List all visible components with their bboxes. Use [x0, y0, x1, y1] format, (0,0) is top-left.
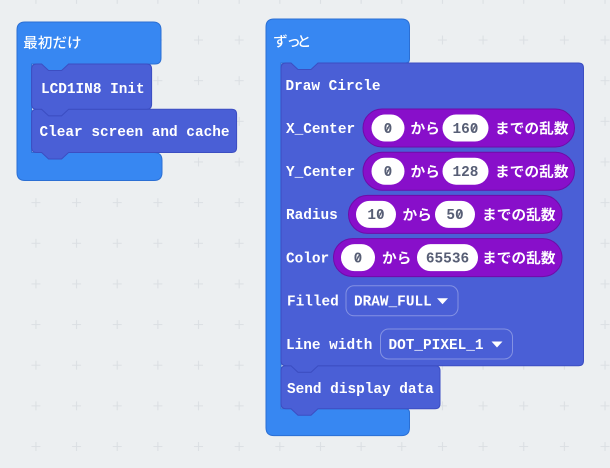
svg-text:Color: Color [286, 251, 329, 267]
svg-text:Clear screen and cache: Clear screen and cache [40, 125, 230, 141]
svg-text:10: 10 [367, 208, 384, 224]
svg-text:128: 128 [453, 165, 479, 181]
svg-text:Line width: Line width [286, 338, 372, 354]
svg-text:0: 0 [354, 251, 363, 267]
svg-text:DRAW_FULL: DRAW_FULL [354, 295, 432, 311]
svg-text:X_Center: X_Center [286, 122, 355, 138]
svg-text:Y_Center: Y_Center [286, 165, 355, 181]
svg-text:160: 160 [453, 122, 479, 138]
svg-text:Draw Circle: Draw Circle [286, 79, 381, 95]
svg-text:Filled: Filled [287, 295, 339, 311]
svg-text:Send display data: Send display data [287, 382, 434, 398]
svg-text:LCD1IN8 Init: LCD1IN8 Init [41, 82, 145, 98]
svg-text:DOT_PIXEL_1: DOT_PIXEL_1 [389, 338, 484, 354]
svg-text:Radius: Radius [286, 208, 338, 224]
svg-text:50: 50 [446, 208, 463, 224]
svg-text:0: 0 [384, 165, 393, 181]
svg-text:65536: 65536 [426, 251, 469, 267]
svg-text:0: 0 [384, 122, 393, 138]
